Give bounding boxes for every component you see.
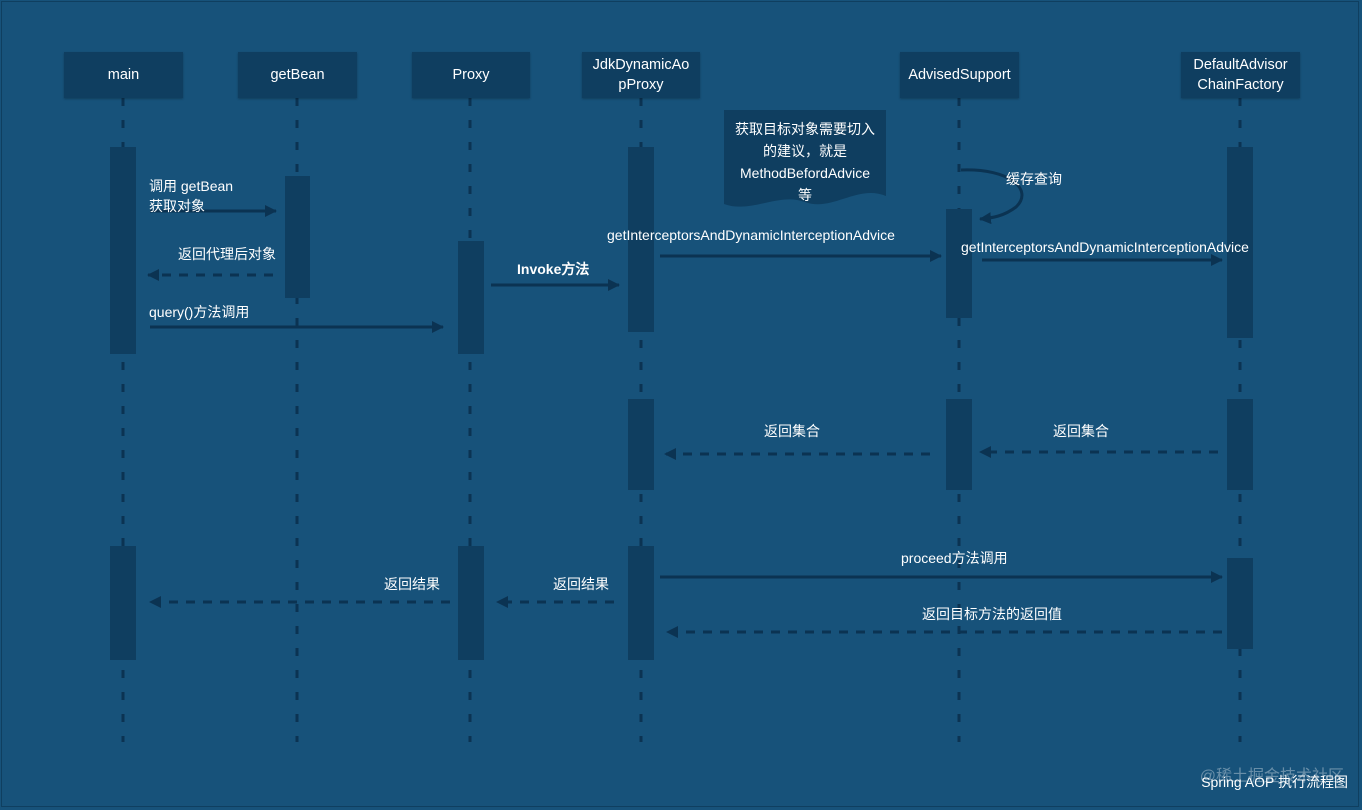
- actor-main: main: [64, 52, 183, 98]
- activation-advised-1: [946, 209, 972, 318]
- activation-factory-1: [1227, 147, 1253, 338]
- activation-proxy-2: [458, 546, 484, 660]
- watermark: @稀土掘金技术社区: [1199, 768, 1344, 785]
- label-get-interceptors-1: getInterceptorsAndDynamicInterceptionAdv…: [607, 227, 895, 243]
- activation-proxy-1: [458, 241, 484, 354]
- label-query-call: query()方法调用: [149, 304, 250, 320]
- activation-main-1: [110, 147, 136, 354]
- actor-advised-support: AdvisedSupport: [900, 52, 1019, 98]
- actor-proxy: Proxy: [412, 52, 530, 98]
- label-proceed-call: proceed方法调用: [901, 550, 1008, 566]
- actor-default-advisor-chain-factory: DefaultAdvisor ChainFactory: [1181, 52, 1300, 98]
- note-text: 获取目标对象需要切入 的建议，就是 MethodBefordAdvice 等: [735, 121, 875, 203]
- activations: [110, 147, 1253, 660]
- message-arrows: [147, 205, 1223, 638]
- label-call-getbean: 调用 getBean 获取对象: [149, 178, 234, 214]
- diagram-caption: Spring AOP 执行流程图: [1201, 774, 1348, 790]
- actor-jdk-dynamic-aop-proxy: JdkDynamicAo pProxy: [582, 52, 700, 98]
- label-return-result-1: 返回结果: [553, 576, 609, 592]
- label-cache-query: 缓存查询: [1006, 171, 1062, 187]
- activation-main-2: [110, 546, 136, 660]
- activation-factory-3: [1227, 558, 1253, 649]
- note-shape: [724, 110, 886, 207]
- activation-jdk-1: [628, 147, 654, 332]
- activation-factory-2: [1227, 399, 1253, 490]
- label-return-set-2: 返回集合: [1053, 423, 1109, 439]
- activation-jdk-2: [628, 399, 654, 490]
- label-get-interceptors-2: getInterceptorsAndDynamicInterceptionAdv…: [961, 239, 1249, 255]
- label-return-set-1: 返回集合: [764, 423, 820, 439]
- label-return-target-value: 返回目标方法的返回值: [922, 606, 1062, 622]
- actor-getbean: getBean: [238, 52, 357, 98]
- note: 获取目标对象需要切入 的建议，就是 MethodBefordAdvice 等: [724, 110, 886, 205]
- label-return-proxy: 返回代理后对象: [178, 246, 276, 262]
- activation-advised-2: [946, 399, 972, 490]
- label-return-result-2: 返回结果: [384, 576, 440, 592]
- label-invoke: Invoke方法: [517, 261, 590, 277]
- arrow-cache-query: [960, 168, 1024, 225]
- activation-jdk-3: [628, 546, 654, 660]
- activation-getbean: [285, 176, 310, 298]
